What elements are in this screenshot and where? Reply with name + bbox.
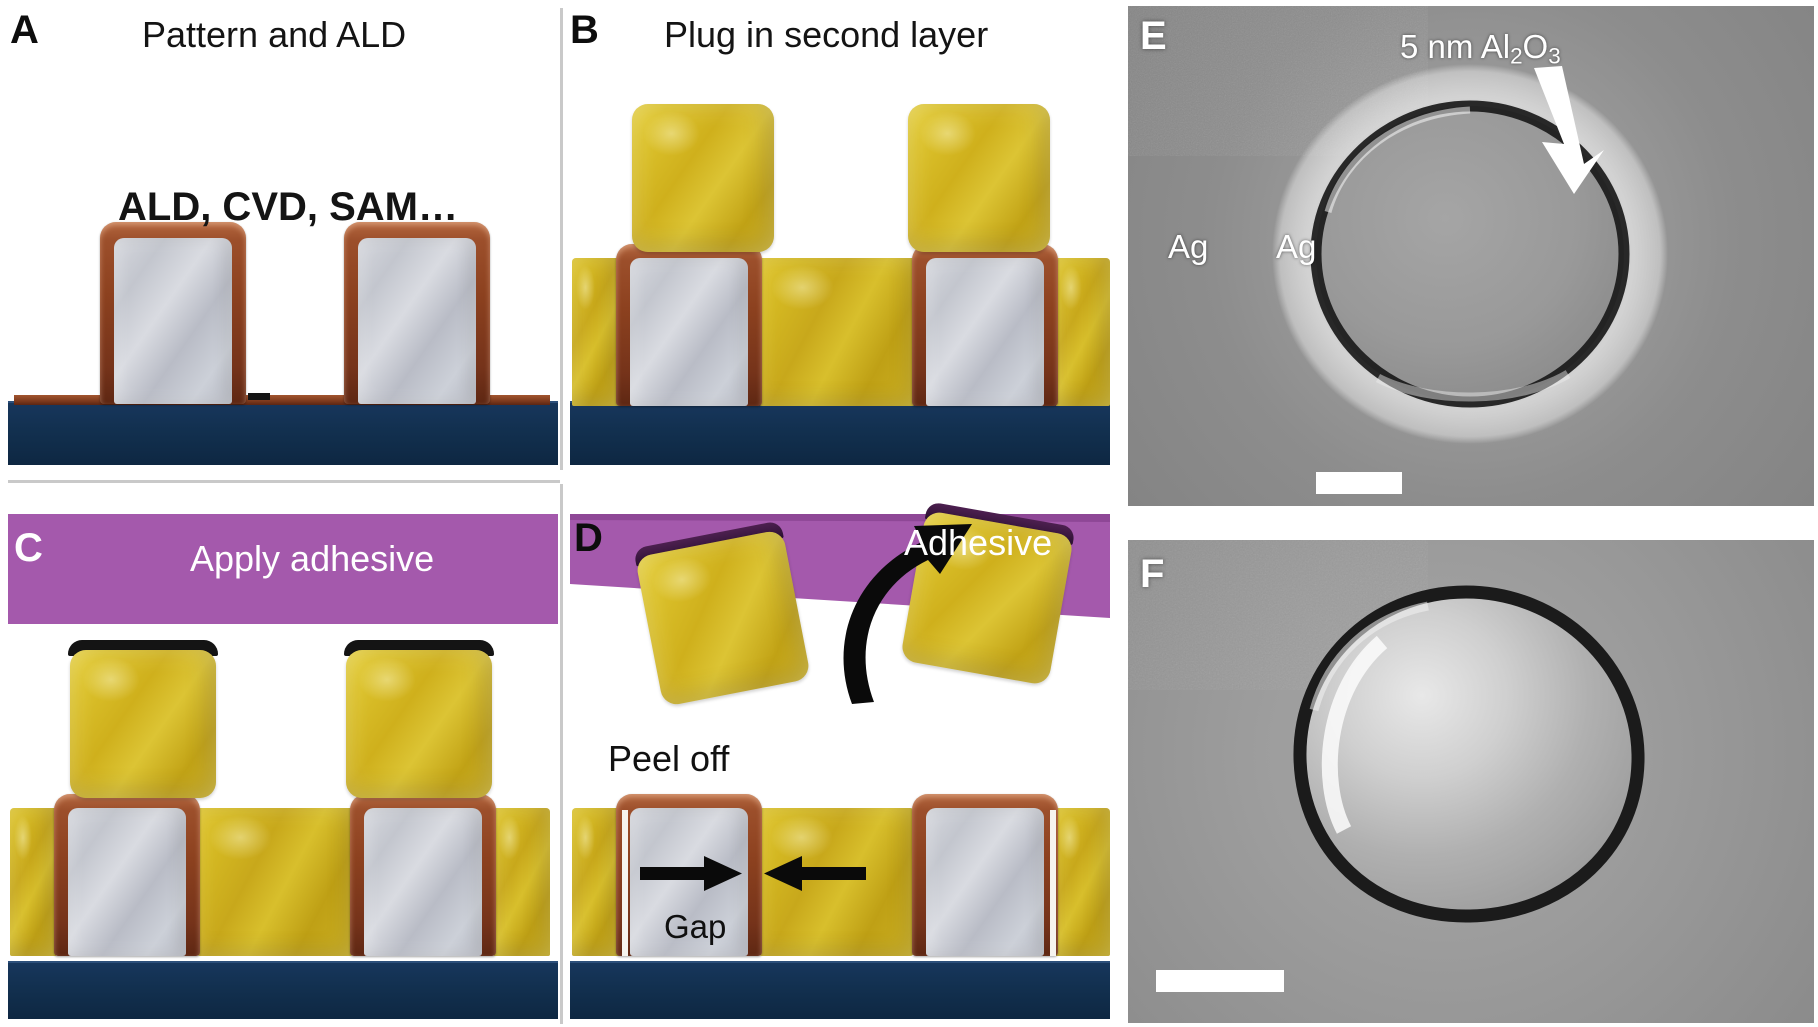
substrate-b <box>570 401 1110 465</box>
panel-d-divider <box>560 484 563 1024</box>
gap-arrows-icon <box>640 856 866 891</box>
gold-fill-c-left <box>10 808 56 956</box>
panel-b: B Plug in second layer <box>560 0 1118 477</box>
panel-f-label: F <box>1140 552 1165 596</box>
panel-a-label: A <box>10 8 39 52</box>
panel-e-ag-outside: Ag <box>1168 228 1209 265</box>
oxide-sub-2: 3 <box>1548 43 1561 69</box>
panel-d-label: D <box>574 516 603 560</box>
gold-cube-d-lifted-left <box>633 520 812 707</box>
gold-fill-d-right <box>1054 808 1110 956</box>
gold-cube-c-right <box>346 650 492 798</box>
panel-b-title: Plug in second layer <box>664 14 989 55</box>
silicon-pillar-c-right <box>364 808 482 956</box>
substrate-c <box>8 961 558 1019</box>
adhesive-band-c <box>8 514 558 624</box>
nanodisc-f <box>1293 585 1645 923</box>
panel-e: E 5 nm Al2O3 Ag Ag <box>1128 6 1814 506</box>
gold-cube-b-right <box>908 104 1050 252</box>
oxide-pointer-arrow-icon <box>1534 66 1604 194</box>
ald-film-a <box>14 395 550 405</box>
gap-slit-right <box>1050 810 1056 956</box>
panel-c-toprule <box>8 480 1110 483</box>
panel-b-label: B <box>570 8 599 52</box>
substrate-a <box>8 401 558 465</box>
gold-fill-c-right <box>494 808 550 956</box>
panel-e-oxide-label: 5 nm Al2O3 <box>1400 28 1561 70</box>
panel-f: F <box>1128 540 1814 1023</box>
silicon-pillar-a-right <box>358 238 476 404</box>
panel-a-title: Pattern and ALD <box>142 14 407 55</box>
panel-e-scalebar <box>1316 472 1402 494</box>
silicon-pillar-d-right <box>926 808 1044 956</box>
silicon-pillar-d-left <box>630 808 748 956</box>
gold-fill-b-right <box>1056 258 1110 406</box>
substrate-d <box>570 961 1110 1019</box>
panel-b-divider <box>560 8 563 470</box>
panel-d-gap-label: Gap <box>664 908 727 945</box>
panel-d: D Adhesive Peel off Gap <box>560 480 1118 1027</box>
panel-c-label: C <box>14 526 43 570</box>
silicon-pillar-a-left <box>114 238 232 404</box>
gold-fill-c-middle <box>196 808 354 956</box>
panel-d-adhesive-label: Adhesive <box>904 522 1053 563</box>
gap-slit-left <box>622 810 628 956</box>
film-notch-a <box>248 393 270 400</box>
panel-c-title: Apply adhesive <box>190 538 435 579</box>
nanoring-e <box>1272 64 1668 444</box>
panel-a-annotation: ALD, CVD, SAM… <box>118 185 458 229</box>
gold-cube-b-left <box>632 104 774 252</box>
lift-arrow-icon <box>843 524 972 704</box>
panel-e-label: E <box>1140 14 1167 58</box>
oxide-sub-1: 2 <box>1510 43 1523 69</box>
oxide-text-2: O <box>1522 28 1549 65</box>
panel-f-scalebar <box>1156 970 1284 992</box>
gold-fill-b-left <box>572 258 620 406</box>
silicon-pillar-b-left <box>630 258 748 406</box>
gold-fill-b-middle <box>758 258 916 406</box>
panel-e-ag-inside: Ag <box>1276 228 1317 265</box>
gold-cube-c-left <box>70 650 216 798</box>
gold-fill-d-left <box>572 808 620 956</box>
oxide-text-1: 5 nm Al <box>1400 28 1511 65</box>
silicon-pillar-c-left <box>68 808 186 956</box>
silicon-pillar-b-right <box>926 258 1044 406</box>
panel-d-peel-label: Peel off <box>608 738 730 779</box>
